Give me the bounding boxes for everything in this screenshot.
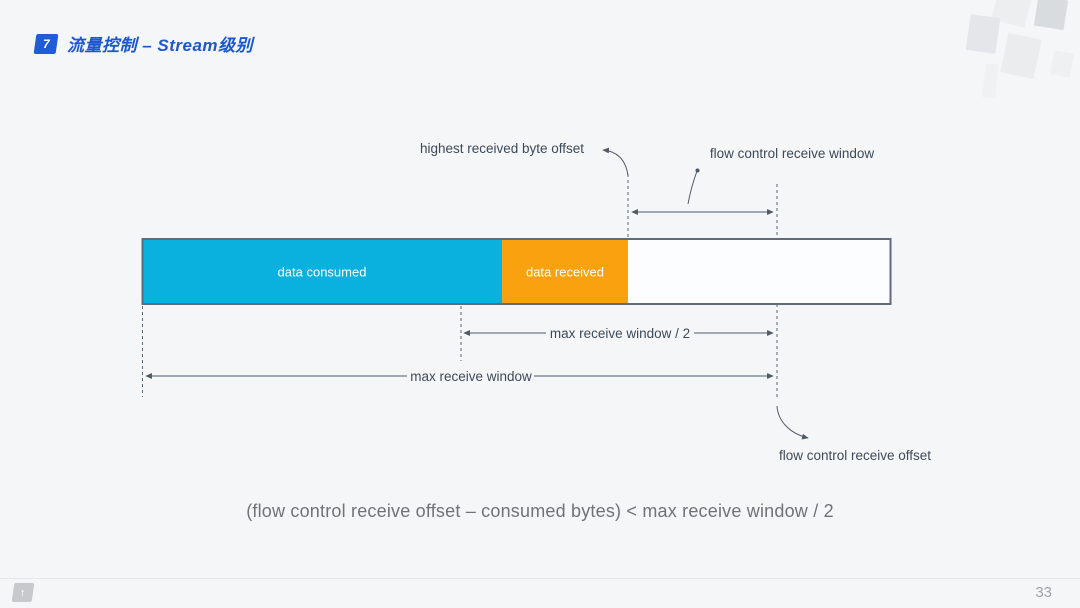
highest-received-byte-offset-label: highest received byte offset — [420, 141, 584, 156]
page-number: 33 — [1035, 584, 1052, 601]
logo-icon: ↑ — [20, 586, 26, 599]
max-receive-window-half-label: max receive window / 2 — [550, 326, 690, 341]
footer-logo: ↑ — [11, 583, 35, 602]
data-received-label: data received — [526, 265, 604, 280]
slide-header: 7 流量控制 – Stream级别 — [33, 31, 254, 56]
bar-data-consumed-segment — [143, 240, 502, 303]
page-title: 流量控制 – Stream级别 — [67, 36, 254, 55]
measurement-arrows — [145, 209, 774, 379]
leader-highest-received-offset — [602, 147, 629, 177]
stream-buffer-bar: data consumed data received — [141, 238, 892, 305]
formula-text: (flow control receive offset – consumed … — [246, 501, 834, 521]
footer-divider — [0, 578, 1080, 579]
max-receive-window-label: max receive window — [410, 369, 532, 384]
annotation-leaders — [602, 147, 809, 440]
bar-data-received-segment — [502, 240, 628, 303]
leader-receive-window — [687, 170, 698, 205]
flow-control-receive-window-label: flow control receive window — [710, 146, 875, 161]
leader-receive-offset — [776, 405, 809, 440]
data-consumed-label: data consumed — [278, 265, 367, 280]
flow-control-receive-offset-label: flow control receive offset — [779, 448, 931, 463]
leader-receive-window-dot — [695, 168, 700, 173]
